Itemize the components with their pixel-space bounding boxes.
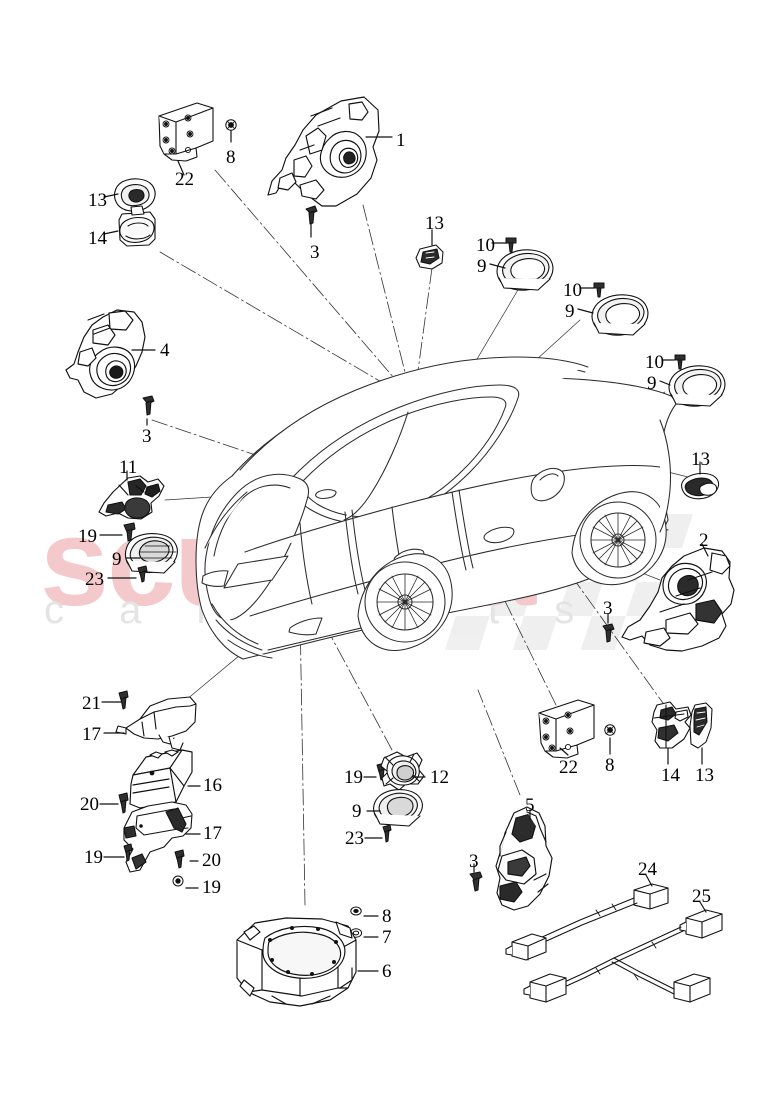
part-10-screw-3 <box>674 354 686 370</box>
callout-number: 3 <box>603 598 613 619</box>
callout-number: 9 <box>112 549 122 570</box>
callout-number: 10 <box>645 352 664 373</box>
callout-number: 3 <box>469 851 479 872</box>
part-2-speaker-assembly <box>621 547 735 652</box>
part-23-screw-mid <box>382 824 392 843</box>
callout-number: 9 <box>352 801 362 822</box>
callout-number: 19 <box>202 877 221 898</box>
callout-number: 7 <box>382 927 392 948</box>
part-23-screw-left <box>137 565 148 583</box>
callout-number: 19 <box>84 847 103 868</box>
part-22-sound-module-top <box>158 102 214 162</box>
callout-number: 13 <box>695 765 714 786</box>
callout-number: 14 <box>661 765 680 786</box>
callout-number: 10 <box>563 280 582 301</box>
part-11-speaker-bracket <box>98 475 165 520</box>
part-4-speaker-assembly <box>65 309 146 399</box>
part-20-bolt-upper <box>118 792 129 814</box>
part-9-tweeter-2 <box>591 294 649 336</box>
callout-number: 9 <box>477 256 487 277</box>
callout-number: 20 <box>80 794 99 815</box>
part-13-grommet-right <box>681 472 720 500</box>
part-17-amplifier-bracket <box>123 801 193 873</box>
callout-number: 22 <box>175 169 194 190</box>
part-13-grommet-bottom-right <box>689 702 713 749</box>
callout-number: 21 <box>82 693 101 714</box>
part-13-grommet-roof <box>415 244 444 270</box>
part-24-wiring-harness <box>505 883 669 961</box>
part-9-tweeter-1 <box>496 249 554 291</box>
callout-number: 12 <box>430 767 449 788</box>
callout-number: 25 <box>692 886 711 907</box>
callout-number: 23 <box>85 569 104 590</box>
callout-number: 11 <box>119 457 138 478</box>
part-3-screw-left <box>142 395 155 416</box>
callout-number: 4 <box>160 340 170 361</box>
part-3-screw-right <box>602 623 615 643</box>
part-10-screw-1 <box>505 237 517 253</box>
part-9-tweeter-mid <box>373 789 423 827</box>
callout-number: 1 <box>396 130 406 151</box>
part-19-nut-lower <box>172 875 184 887</box>
part-20-bolt-lower <box>174 849 185 869</box>
callout-number: 16 <box>203 775 222 796</box>
callout-number: 14 <box>88 228 107 249</box>
part-9-tweeter-3 <box>668 365 726 407</box>
part-10-screw-2 <box>593 282 605 298</box>
callout-ticks <box>99 130 709 972</box>
callout-number: 13 <box>691 449 710 470</box>
part-8-nut-subwoofer <box>350 906 362 916</box>
callout-number: 23 <box>345 828 364 849</box>
part-19-bolt-lower-left <box>123 843 133 862</box>
callout-number: 17 <box>82 724 101 745</box>
part-8-nut-bottom <box>604 724 616 736</box>
vehicle-illustration <box>195 356 677 660</box>
callout-number: 8 <box>382 906 392 927</box>
part-21-screw <box>118 690 129 710</box>
callout-number: 2 <box>699 530 709 551</box>
callout-number: 9 <box>565 301 575 322</box>
part-12-midrange-speaker <box>380 751 425 791</box>
part-9-tweeter-left <box>124 533 178 574</box>
part-14-retainer-upper-left <box>118 205 156 247</box>
part-3-screw-top <box>305 205 318 225</box>
callout-number: 3 <box>310 242 320 263</box>
callout-number: 10 <box>476 235 495 256</box>
callout-number: 3 <box>142 426 152 447</box>
part-6-subwoofer-housing <box>236 917 357 1007</box>
callout-number: 17 <box>203 823 222 844</box>
part-1-speaker-assembly <box>267 96 380 207</box>
part-22-sound-module-bottom <box>538 699 595 759</box>
callout-number: 19 <box>344 767 363 788</box>
callout-number: 13 <box>88 190 107 211</box>
part-8-nut-top <box>225 119 237 131</box>
callout-number: 9 <box>647 373 657 394</box>
part-5-speaker-bracket-assembly <box>495 806 553 911</box>
callout-number: 6 <box>382 961 392 982</box>
callout-number: 24 <box>638 859 657 880</box>
callout-number: 5 <box>525 795 535 816</box>
part-25-wiring-harness-branched <box>523 909 723 1003</box>
callout-number: 19 <box>78 526 97 547</box>
callout-number: 20 <box>202 850 221 871</box>
callout-number: 8 <box>605 755 615 776</box>
callout-number: 22 <box>559 757 578 778</box>
part-16-amplifier <box>129 749 193 809</box>
callout-number: 8 <box>226 147 236 168</box>
part-17-amplifier-cover <box>115 696 197 751</box>
part-14-retainer-bottom <box>651 701 692 749</box>
part-3-screw-bottom <box>469 871 483 892</box>
callout-number: 13 <box>425 213 444 234</box>
